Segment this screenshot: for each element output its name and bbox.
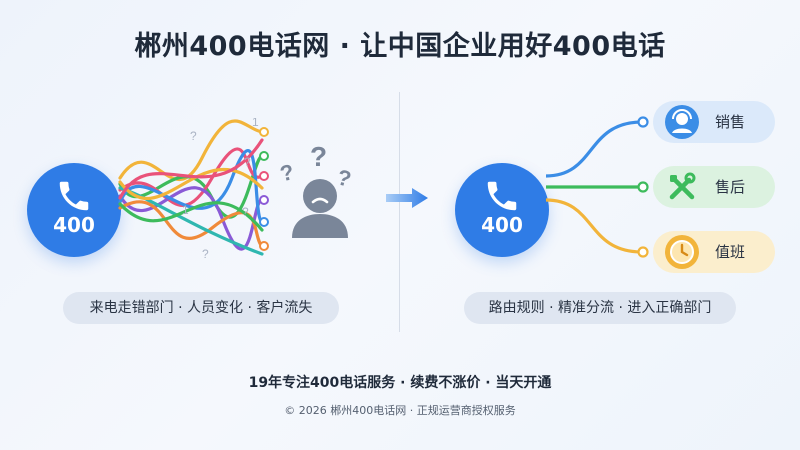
- destination-label: 值班: [715, 243, 746, 261]
- page-title: 郴州400电话网 · 让中国企业用好400电话: [134, 31, 666, 62]
- phone-number-right: 400: [481, 213, 523, 237]
- phone-400-badge-left: 400: [27, 163, 121, 257]
- clock-icon: [665, 235, 699, 269]
- footer-copyright: © 2026 郴州400电话网 · 正规运营商授权服务: [284, 404, 516, 417]
- footer-slogan: 19年专注400电话服务 · 续费不涨价 · 当天开通: [248, 375, 552, 391]
- phone-handset-icon: [487, 181, 517, 211]
- svg-text:?: ?: [242, 205, 249, 219]
- destination-sales: 销售: [653, 101, 775, 143]
- destination-after-sales: 售后: [653, 166, 775, 208]
- svg-text:1: 1: [182, 203, 189, 217]
- destination-label: 销售: [715, 113, 746, 131]
- tools-icon: [665, 170, 699, 204]
- svg-text:?: ?: [202, 247, 209, 261]
- destination-on-duty: 值班: [653, 231, 775, 273]
- svg-text:?: ?: [335, 164, 354, 190]
- phone-400-badge-right: 400: [455, 163, 549, 257]
- headset-agent-icon: [665, 105, 699, 139]
- section-divider: [399, 92, 400, 332]
- routing-lines: [546, 116, 649, 258]
- svg-text:?: ?: [278, 159, 296, 186]
- svg-text:?: ?: [310, 141, 327, 172]
- left-caption: 来电走错部门 · 人员变化 · 客户流失: [63, 292, 339, 324]
- right-caption: 路由规则 · 精准分流 · 进入正确部门: [464, 292, 736, 324]
- tangled-call-lines: ? 1 1 ???: [118, 118, 269, 261]
- svg-text:1: 1: [252, 118, 259, 129]
- question-marks-icon: ? ? ?: [278, 141, 354, 190]
- confused-person-icon: [292, 179, 348, 238]
- phone-handset-icon: [59, 181, 89, 211]
- destination-label: 售后: [715, 178, 746, 196]
- svg-text:?: ?: [244, 155, 251, 169]
- phone-number-left: 400: [53, 213, 95, 237]
- svg-text:?: ?: [190, 129, 197, 143]
- arrow-right-icon: [386, 188, 428, 208]
